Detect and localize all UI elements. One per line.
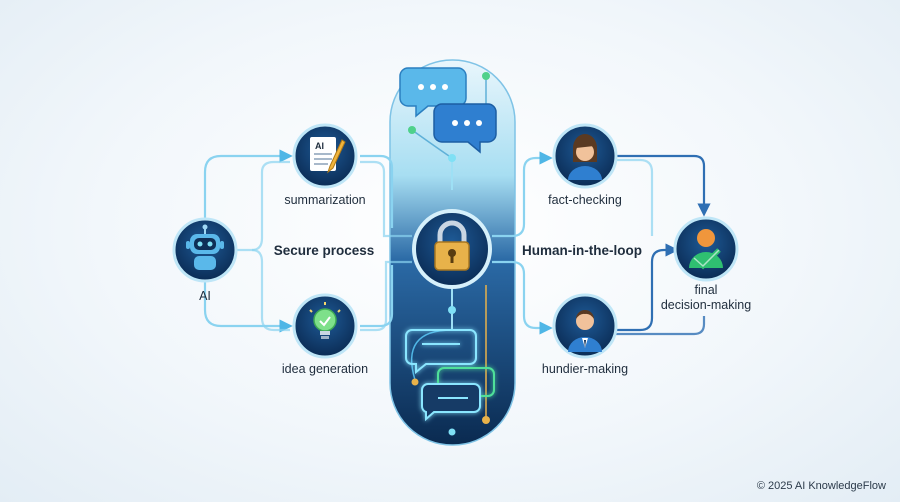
document-pencil-icon: AI — [310, 137, 346, 174]
idea-generation-label: idea generation — [281, 362, 369, 376]
ai-label: AI — [199, 289, 211, 303]
right-flow-lines — [492, 151, 711, 336]
fact-checking-label: fact-checking — [548, 193, 622, 207]
final-decision-label-line2: decision-making — [660, 298, 752, 312]
hundier-making-node[interactable] — [552, 293, 618, 359]
summarization-label: summarization — [284, 193, 366, 207]
document-ai-text: AI — [315, 141, 324, 151]
chat-bubbles-icon — [399, 67, 497, 154]
final-decision-label-line1: final — [694, 283, 718, 297]
copyright-footer: © 2025 AI KnowledgeFlow — [756, 480, 886, 492]
hundier-making-label: hundier-making — [541, 362, 629, 376]
robot-icon — [186, 224, 224, 270]
person-man-icon — [568, 310, 602, 352]
summarization-node[interactable]: AI — [292, 123, 358, 189]
lock-icon — [434, 220, 470, 271]
person-woman-icon — [568, 134, 602, 180]
ai-node[interactable] — [172, 217, 238, 283]
idea-generation-node[interactable] — [292, 293, 358, 359]
fact-checking-node[interactable] — [552, 123, 618, 189]
final-decision-node[interactable] — [673, 216, 739, 282]
left-flow-lines — [203, 149, 412, 333]
person-check-icon — [689, 229, 723, 270]
lightbulb-icon — [309, 302, 341, 339]
secure-lock-node[interactable] — [412, 209, 492, 289]
secure-process-label: Secure process — [273, 243, 375, 258]
message-bubbles-icon — [405, 329, 495, 422]
final-decision-label: final decision-making — [646, 283, 766, 313]
human-in-the-loop-label: Human-in-the-loop — [522, 243, 642, 258]
